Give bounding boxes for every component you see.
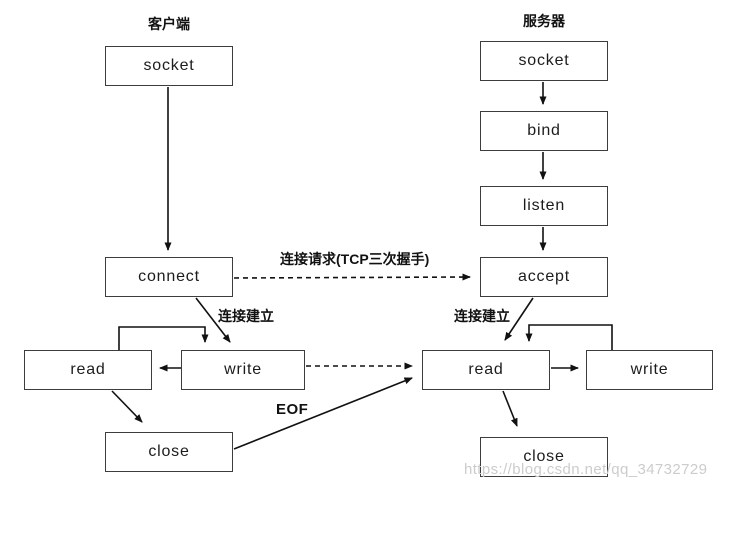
node-server-bind: bind <box>480 111 608 151</box>
client-column-header: 客户端 <box>148 16 190 32</box>
node-server-write: write <box>586 350 713 390</box>
node-server-socket: socket <box>480 41 608 81</box>
node-client-socket: socket <box>105 46 233 86</box>
label-tcp-handshake: 连接请求(TCP三次握手) <box>280 251 430 267</box>
edge-connect-to-client-write <box>195 297 231 343</box>
edge-accept-to-server-read <box>504 297 534 341</box>
edge-client-close-to-server-read-eof <box>233 377 413 450</box>
label-eof: EOF <box>276 401 309 418</box>
node-client-read: read <box>24 350 152 390</box>
edge-server-read-to-close <box>502 390 518 427</box>
label-connection-established-client: 连接建立 <box>218 308 274 324</box>
edge-client-read-to-close <box>111 390 143 423</box>
node-server-listen: listen <box>480 186 608 226</box>
node-client-close: close <box>105 432 233 472</box>
node-server-read: read <box>422 350 550 390</box>
label-connection-established-server: 连接建立 <box>454 308 510 324</box>
node-client-connect: connect <box>105 257 233 297</box>
edge-client-read-write-loop <box>118 326 209 350</box>
server-column-header: 服务器 <box>523 13 565 29</box>
node-server-close: close <box>480 437 608 477</box>
edge-connect-to-accept-handshake <box>233 273 471 281</box>
node-client-write: write <box>181 350 305 390</box>
node-server-accept: accept <box>480 257 608 297</box>
watermark-text: https://blog.csdn.net/qq_34732729 <box>464 461 708 478</box>
edge-server-write-read-loop <box>525 324 613 350</box>
